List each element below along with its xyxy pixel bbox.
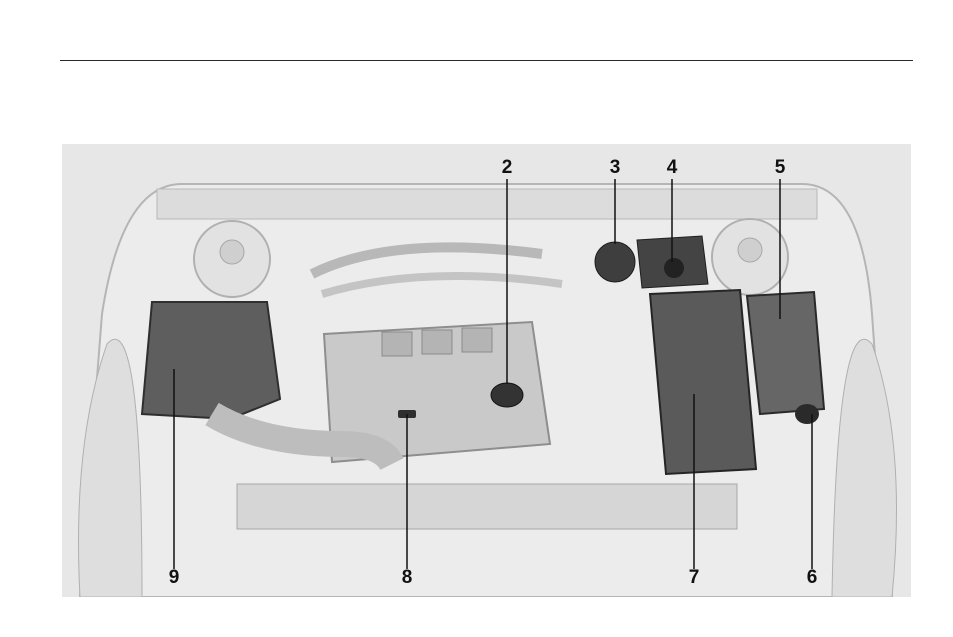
- coolant-cap: [664, 258, 684, 278]
- callout-9: 9: [169, 568, 180, 587]
- air-cleaner-housing: [142, 302, 280, 419]
- engine-cover-rib: [422, 330, 452, 354]
- engine-cover-rib: [462, 328, 492, 352]
- callout-6: 6: [807, 568, 818, 587]
- washer-fluid-cap: [795, 404, 819, 424]
- callout-4: 4: [667, 158, 678, 177]
- callout-3: 3: [610, 158, 621, 177]
- oil-fill-cap: [491, 383, 523, 407]
- callout-5: 5: [775, 158, 786, 177]
- engine-cover-rib: [382, 332, 412, 356]
- callout-8: 8: [402, 568, 413, 587]
- fuse-block: [747, 292, 824, 414]
- radiator-support: [237, 484, 737, 529]
- engine-drawing: [62, 144, 911, 597]
- battery: [650, 290, 756, 474]
- callout-7: 7: [689, 568, 700, 587]
- engine-compartment-illustration: 2 3 4 5 6 7 8 9: [62, 144, 911, 597]
- left-strut-mount: [220, 240, 244, 264]
- cowl-panel: [157, 189, 817, 219]
- right-strut-mount: [738, 238, 762, 262]
- brake-fluid-reservoir-cap: [595, 242, 635, 282]
- callout-2: 2: [502, 158, 513, 177]
- header-rule: [60, 60, 913, 61]
